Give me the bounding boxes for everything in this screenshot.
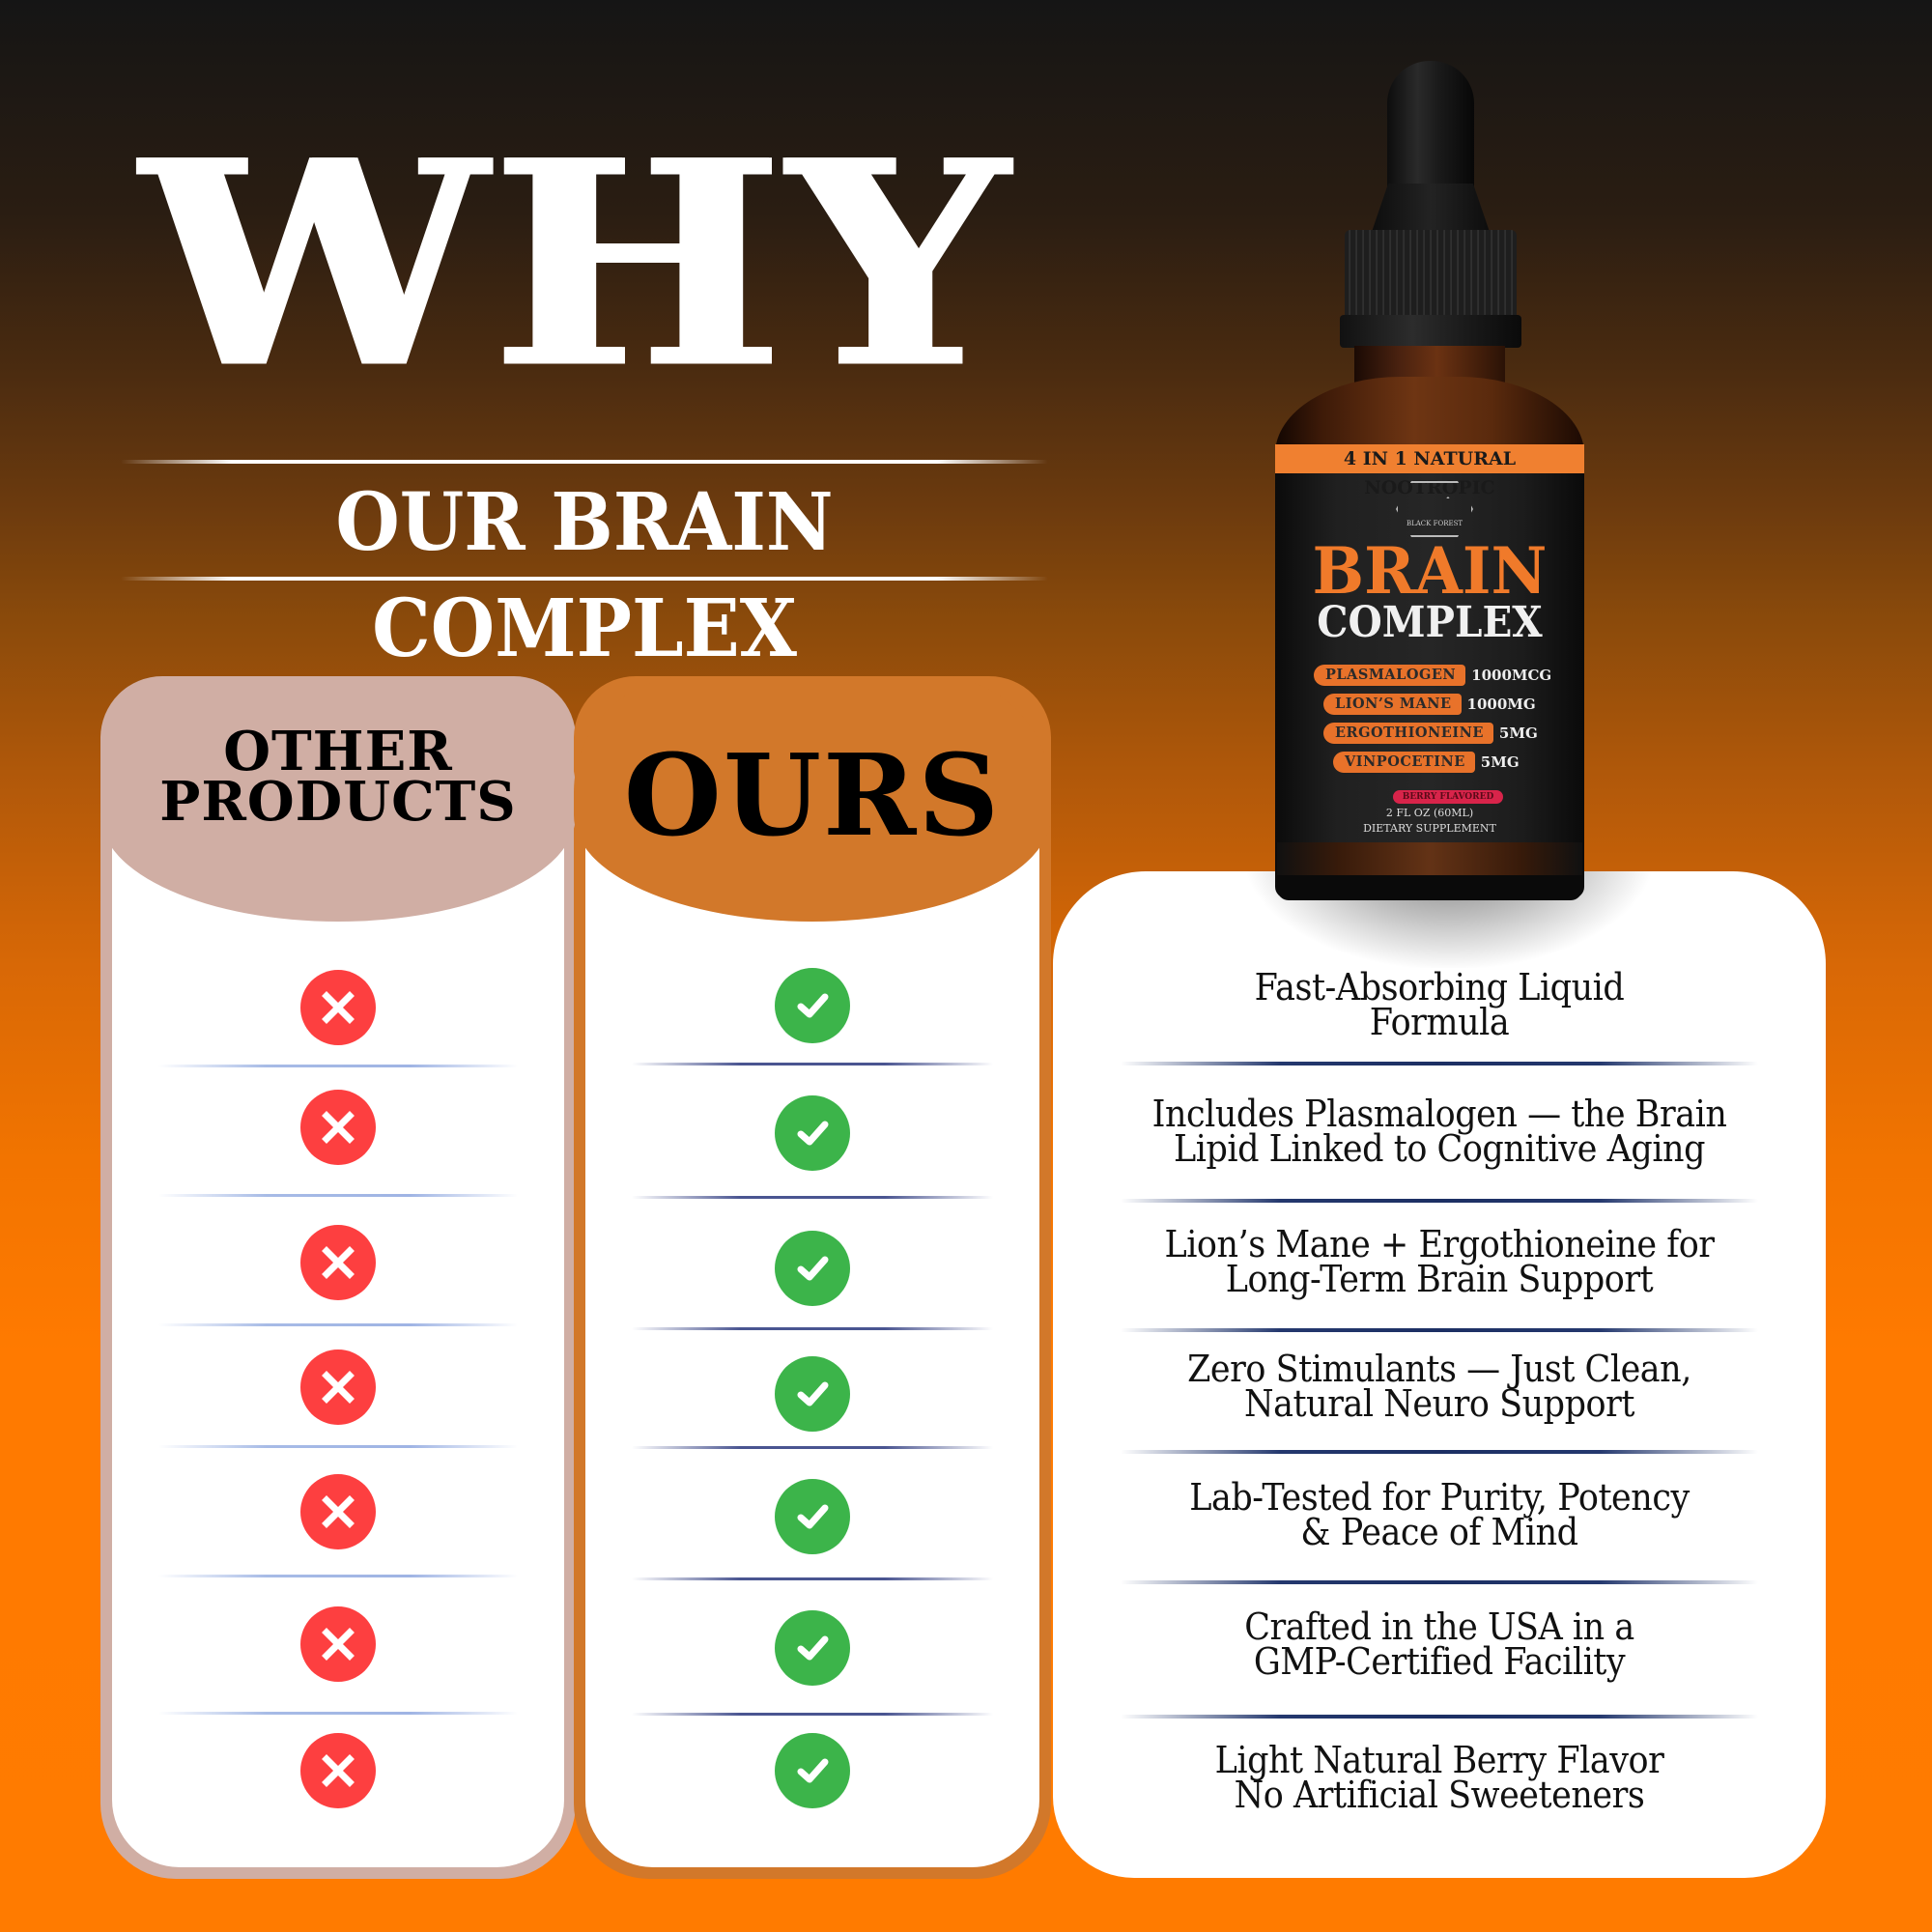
row-divider xyxy=(632,1446,993,1449)
check-icon xyxy=(775,968,850,1043)
bottle-base xyxy=(1277,875,1582,900)
row-divider xyxy=(632,1327,993,1330)
ingredient: ERGOTHIONEINE 5MG xyxy=(1323,723,1538,744)
feature-divider xyxy=(1121,1062,1758,1065)
feature-divider xyxy=(1121,1450,1758,1454)
bottle-type: DIETARY SUPPLEMENT xyxy=(1363,822,1496,835)
row-divider xyxy=(632,1063,993,1065)
row-divider xyxy=(632,1577,993,1580)
feature-divider xyxy=(1121,1199,1758,1203)
check-icon xyxy=(775,1095,850,1171)
check-icon xyxy=(775,1479,850,1554)
headline-why: WHY xyxy=(141,98,1014,431)
other-products-title: OTHER PRODUCTS xyxy=(100,720,576,834)
other-products-title-line2: PRODUCTS xyxy=(159,770,517,834)
check-icon xyxy=(775,1356,850,1432)
row-divider xyxy=(158,1445,518,1448)
bottle-cap-ring xyxy=(1340,315,1521,348)
dropper-collar xyxy=(1372,184,1490,232)
ingredient: VINPOCETINE 5MG xyxy=(1333,752,1520,773)
check-icon xyxy=(775,1231,850,1306)
row-divider xyxy=(158,1575,518,1577)
feature-item: Includes Plasmalogen — the Brain Lipid L… xyxy=(1151,1093,1727,1170)
x-icon xyxy=(300,1474,376,1549)
row-divider xyxy=(158,1323,518,1326)
brand-logo-icon: BLACK FOREST xyxy=(1396,481,1473,537)
bottle-cap xyxy=(1345,230,1517,317)
brand-name: BLACK FOREST xyxy=(1406,520,1463,527)
bottle-title-brain: BRAIN xyxy=(1312,533,1548,609)
other-products-column: OTHER PRODUCTS xyxy=(100,676,576,1879)
ours-header xyxy=(574,676,1051,922)
feature-divider xyxy=(1121,1328,1758,1332)
row-divider xyxy=(158,1712,518,1715)
feature-item: Zero Stimulants — Just Clean, Natural Ne… xyxy=(1187,1348,1691,1425)
other-products-header xyxy=(100,676,576,922)
row-divider xyxy=(632,1196,993,1199)
mountain-icon xyxy=(1407,497,1465,518)
subtitle-bottom-rule xyxy=(121,577,1048,581)
ingredient: LION’S MANE 1000MG xyxy=(1323,694,1536,715)
row-divider xyxy=(158,1065,518,1067)
feature-divider xyxy=(1121,1580,1758,1584)
bottle-volume: 2 FL OZ (60ML) xyxy=(1385,807,1474,819)
bottle-title-complex: COMPLEX xyxy=(1317,598,1543,647)
ours-column: OURS xyxy=(574,676,1051,1879)
feature-item: Light Natural Berry Flavor No Artificial… xyxy=(1214,1739,1664,1816)
feature-item: Lion’s Mane + Ergothioneine for Long-Ter… xyxy=(1164,1223,1715,1300)
x-icon xyxy=(300,1606,376,1682)
product-bottle: 4 IN 1 NATURAL NOOTROPIC BLACK FOREST BR… xyxy=(1275,58,1584,908)
x-icon xyxy=(300,1090,376,1165)
subtitle-top-rule xyxy=(121,460,1048,464)
feature-item: Fast-Absorbing Liquid Formula xyxy=(1254,966,1625,1043)
flavor-badge: BERRY FLAVORED xyxy=(1393,790,1503,804)
feature-item: Crafted in the USA in a GMP-Certified Fa… xyxy=(1244,1605,1634,1683)
x-icon xyxy=(300,1225,376,1300)
feature-item: Lab-Tested for Purity, Potency & Peace o… xyxy=(1189,1476,1690,1553)
ours-title: OURS xyxy=(623,730,1002,862)
check-icon xyxy=(775,1733,850,1808)
other-products-title-line1: OTHER xyxy=(223,720,453,783)
features-panel: Fast-Absorbing Liquid Formula Includes P… xyxy=(1053,871,1826,1878)
bottle-band: 4 IN 1 NATURAL NOOTROPIC xyxy=(1275,444,1584,498)
feature-divider xyxy=(1121,1715,1758,1719)
x-icon xyxy=(300,1350,376,1425)
row-divider xyxy=(158,1194,518,1197)
x-icon xyxy=(300,970,376,1045)
x-icon xyxy=(300,1733,376,1808)
subtitle: OUR BRAIN COMPLEX xyxy=(335,476,834,675)
check-icon xyxy=(775,1610,850,1686)
ingredient: PLASMALOGEN 1000MCG xyxy=(1314,665,1551,686)
row-divider xyxy=(632,1713,993,1716)
